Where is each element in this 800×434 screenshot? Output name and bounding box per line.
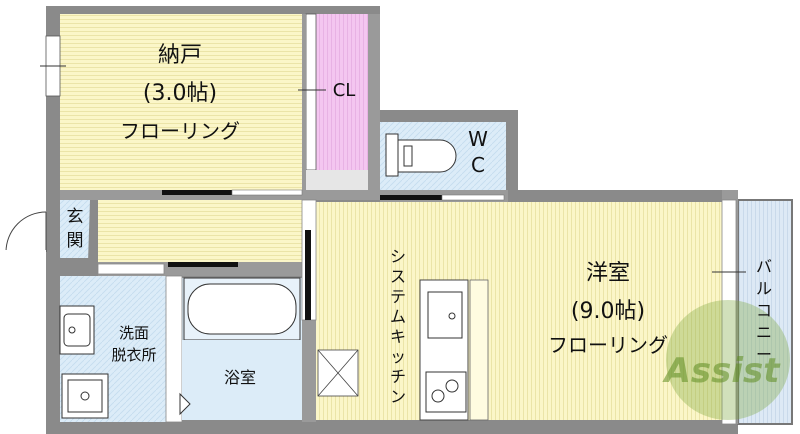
bathtub [179, 277, 302, 420]
toilet-label-c: C [471, 153, 485, 177]
kitchen-char: ッ [390, 347, 406, 366]
stove [425, 371, 467, 413]
kitchen-char: ン [390, 387, 406, 406]
toilet-fixture [385, 133, 457, 177]
storage-size: (3.0帖) [143, 81, 217, 106]
western-size: (9.0帖) [571, 299, 645, 324]
closet-label: CL [333, 80, 356, 101]
balcony-char: ー [756, 345, 772, 364]
western-floor: フローリング [548, 333, 668, 357]
entrance [60, 200, 90, 258]
kitchen-char: シ [390, 247, 406, 266]
washroom-label-2: 脱衣所 [111, 346, 156, 364]
balcony-char: ニ [756, 323, 772, 342]
kitchen-char: キ [390, 327, 406, 346]
washroom-label-1: 洗面 [119, 324, 149, 342]
entrance-door [5, 211, 47, 253]
svg-text:Assist: Assist [662, 351, 782, 391]
storage-name: 納戸 [158, 43, 202, 68]
balcony-char: コ [756, 301, 772, 320]
balcony-char: ル [756, 279, 772, 298]
kitchen-char: ム [390, 307, 406, 326]
kitchen-sink [427, 291, 463, 339]
kitchen-char: チ [390, 367, 406, 386]
kitchen-char: ス [390, 267, 406, 286]
balcony-char: バ [756, 257, 772, 276]
kitchen-char: テ [390, 287, 406, 306]
entrance-label-2: 関 [67, 231, 84, 251]
toilet-label-w: W [468, 127, 488, 151]
western-name: 洋室 [586, 261, 630, 286]
kitchen-label: シ ス テ ム キ ッ チ ン [390, 247, 406, 406]
bath-label: 浴室 [224, 368, 256, 387]
washbasin [59, 305, 95, 355]
washing-machine [61, 373, 109, 419]
assist-watermark: Assist [662, 300, 790, 420]
hallway [98, 200, 302, 262]
storage-floor: フローリング [120, 119, 240, 143]
balcony-label: バ ル コ ニ ー [756, 257, 772, 364]
storage-room [60, 14, 302, 190]
fridge-space [317, 349, 359, 397]
closet [316, 14, 368, 170]
entrance-label-1: 玄 [67, 207, 84, 227]
